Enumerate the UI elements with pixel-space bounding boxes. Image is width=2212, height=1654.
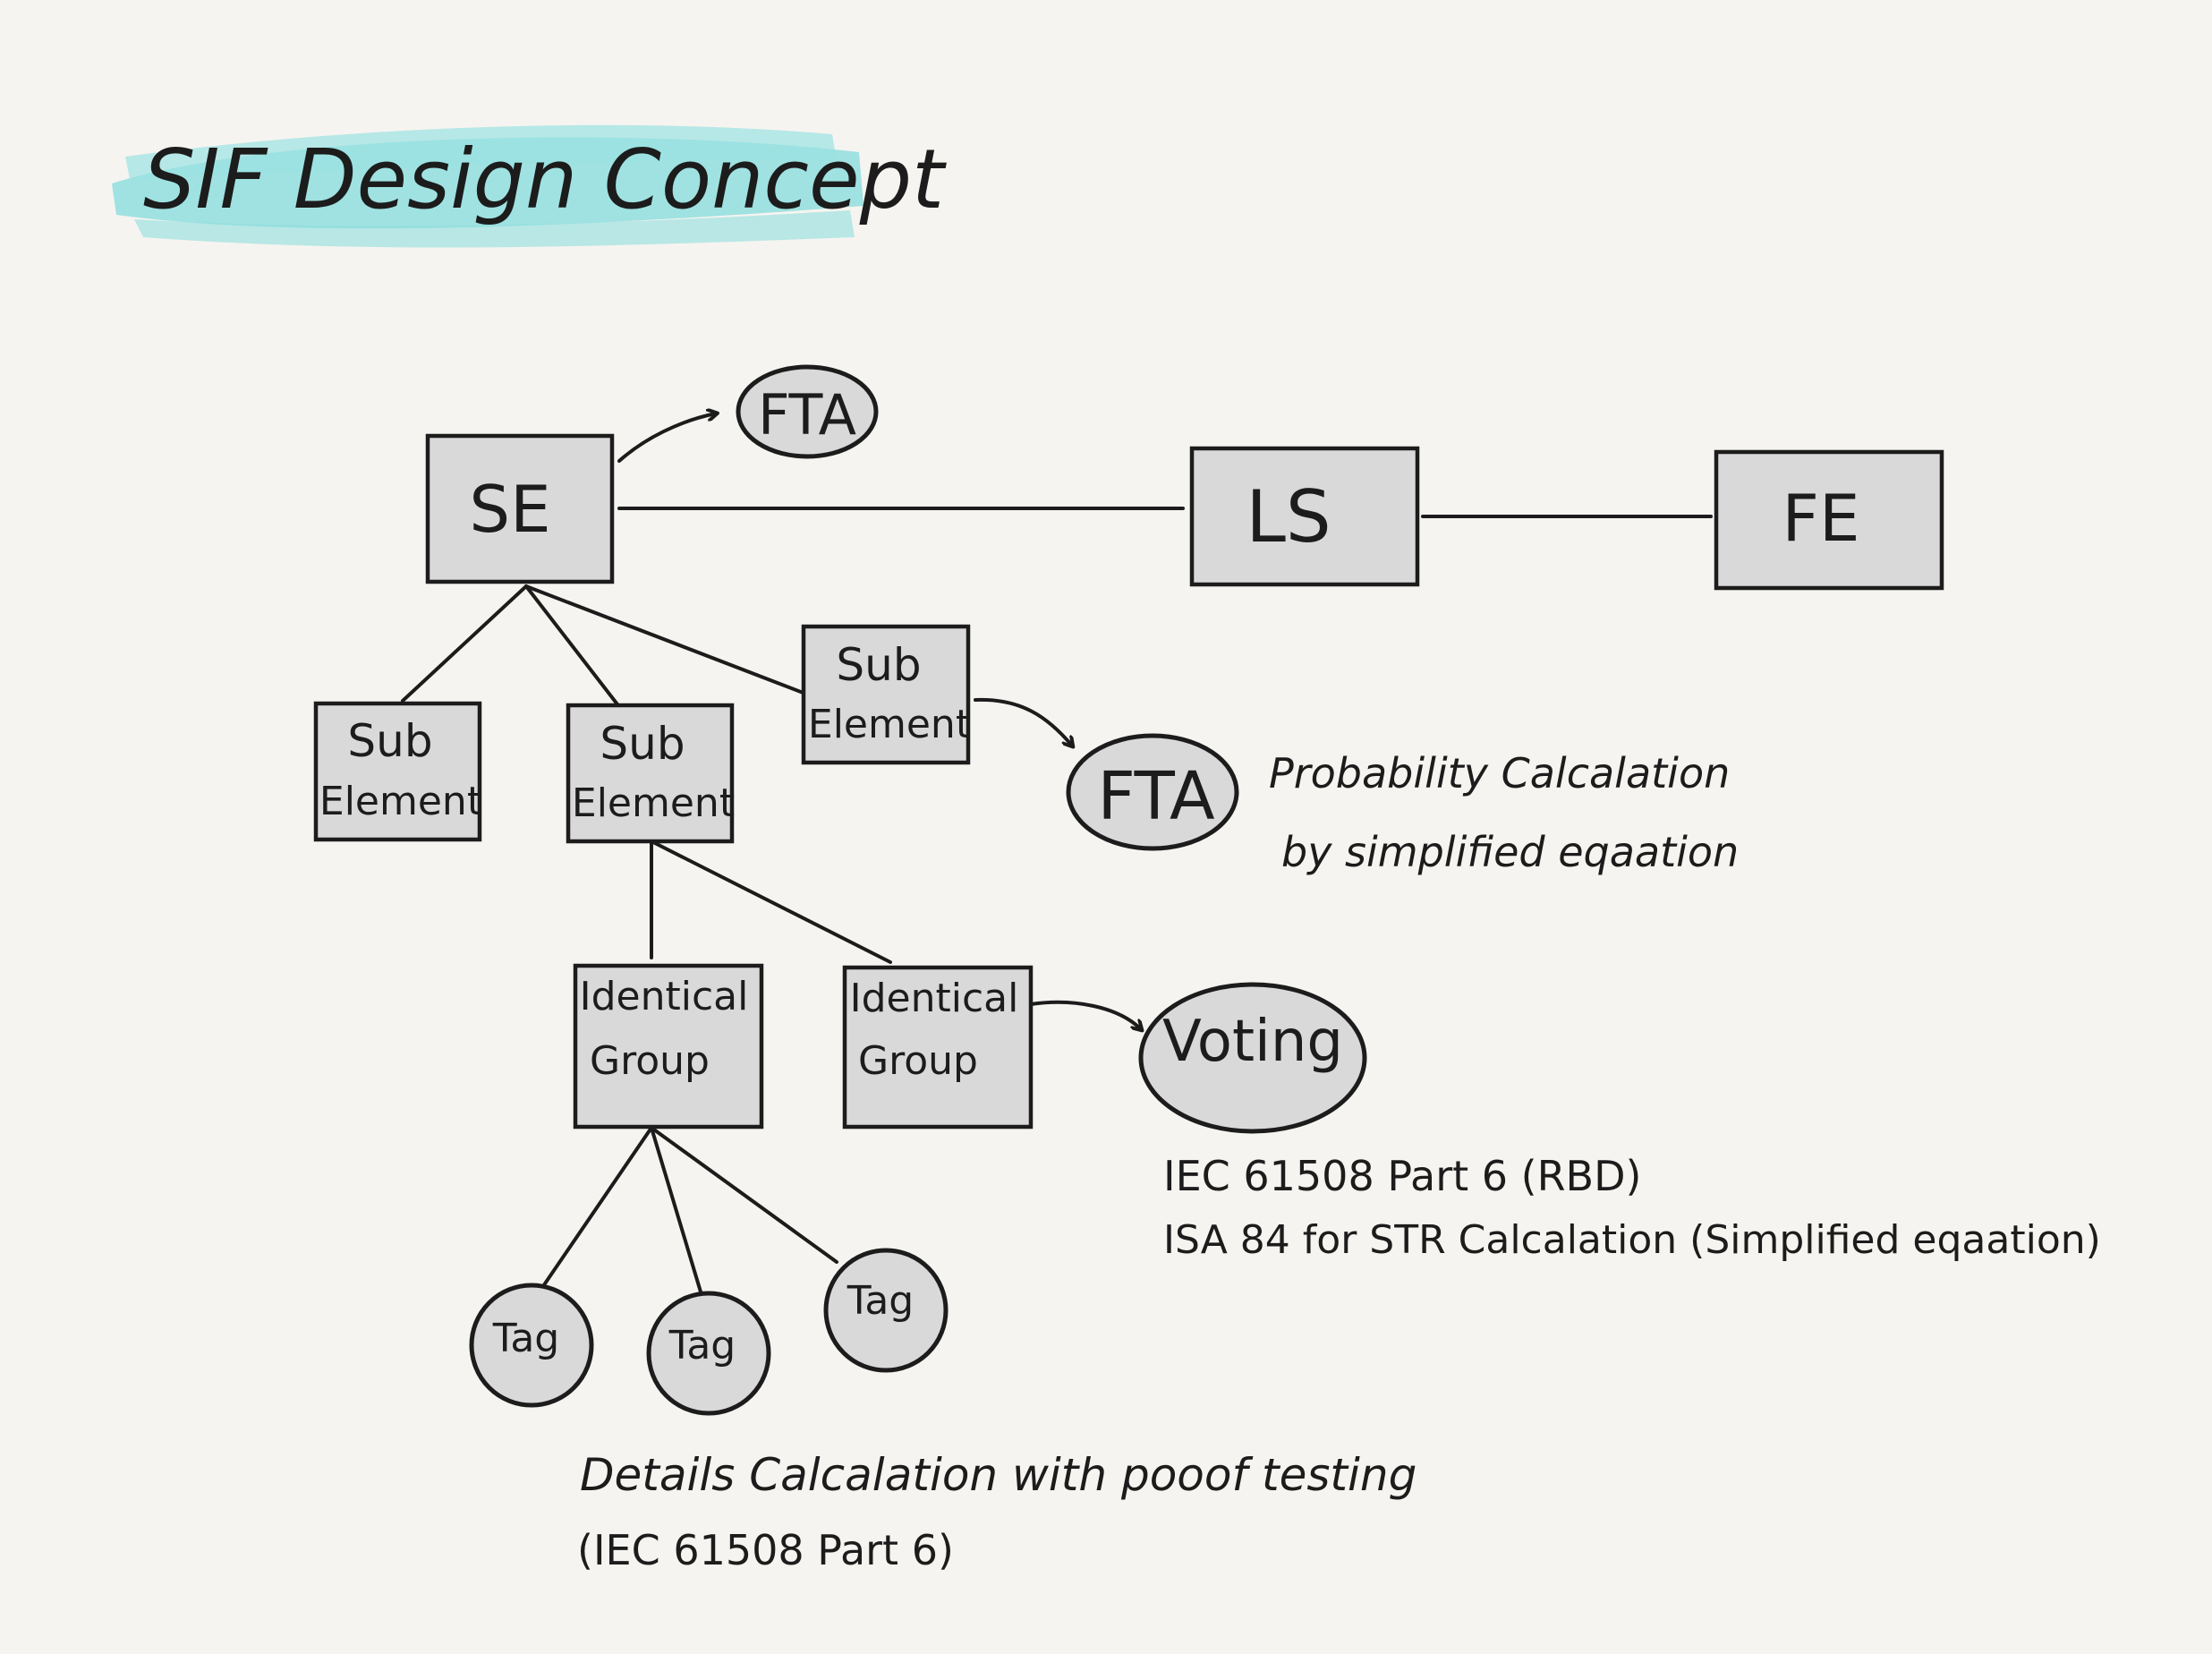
- edges: [401, 414, 1713, 1300]
- note-voting: IEC 61508 Part 6 (RBD) ISA 84 for STR Ca…: [1163, 1152, 2101, 1263]
- node-identical-group-2[interactable]: Identical Group: [842, 965, 1034, 1130]
- edge-se-sub3: [524, 584, 807, 695]
- node-se-label: SE: [469, 472, 550, 547]
- arrow-group2-voting: [1029, 1000, 1141, 1029]
- node-voting-label: Voting: [1162, 1009, 1343, 1075]
- arrow-sub3-fta: [974, 697, 1072, 746]
- node-sub-element-3-line2: Element: [808, 702, 971, 747]
- title-highlight: [112, 124, 864, 248]
- edge-sub2-group2: [650, 840, 892, 964]
- edge-group1-tag3: [650, 1126, 838, 1264]
- node-tag-3-label: Tag: [847, 1278, 915, 1324]
- edge-group1-tag1: [540, 1126, 653, 1291]
- note-voting-line1: IEC 61508 Part 6 (RBD): [1163, 1152, 1641, 1200]
- note-tags: Details Calcalation with pooof testing (…: [577, 1449, 1417, 1574]
- note-fta-line2: by simplified eqaation: [1281, 828, 1739, 876]
- node-sub-element-1[interactable]: Sub Element: [313, 701, 482, 842]
- node-tag-1[interactable]: Tag: [469, 1283, 594, 1408]
- node-sub-element-2-line1: Sub: [600, 718, 685, 770]
- node-fta-mid-label: FTA: [1097, 758, 1215, 835]
- note-voting-line2: ISA 84 for STR Calcalation (Simplified e…: [1163, 1217, 2101, 1263]
- node-identical-group-1[interactable]: Identical Group: [573, 963, 764, 1130]
- edge-se-sub2: [524, 584, 619, 706]
- node-ls-label: LS: [1246, 475, 1331, 558]
- node-ls[interactable]: LS: [1189, 446, 1420, 587]
- node-identical-group-2-line2: Group: [858, 1038, 978, 1084]
- node-fe-label: FE: [1782, 481, 1860, 556]
- node-fe[interactable]: FE: [1714, 449, 1944, 591]
- node-tag-2-label: Tag: [668, 1323, 736, 1368]
- node-sub-element-2-line2: Element: [572, 780, 735, 826]
- node-sub-element-1-line2: Element: [319, 779, 482, 824]
- note-tags-line2: (IEC 61508 Part 6): [577, 1526, 954, 1574]
- node-sub-element-1-line1: Sub: [347, 715, 432, 767]
- note-fta-line1: Probability Calcalation: [1269, 749, 1730, 797]
- node-identical-group-2-line1: Identical: [850, 976, 1019, 1021]
- node-se[interactable]: SE: [425, 433, 615, 584]
- node-identical-group-1-line2: Group: [590, 1038, 710, 1084]
- edge-group1-tag2: [650, 1126, 704, 1300]
- page-title: SIF Design Concept: [143, 132, 947, 227]
- edge-se-sub1: [401, 584, 528, 703]
- note-fta: Probability Calcalation by simplified eq…: [1269, 749, 1739, 876]
- node-fta-top[interactable]: FTA: [736, 364, 879, 459]
- node-fta-mid[interactable]: FTA: [1066, 733, 1239, 851]
- node-sub-element-2[interactable]: Sub Element: [566, 703, 735, 844]
- node-sub-element-3-line1: Sub: [836, 639, 921, 691]
- node-tag-3[interactable]: Tag: [823, 1248, 949, 1373]
- node-fta-top-label: FTA: [758, 382, 856, 448]
- node-tag-1-label: Tag: [492, 1316, 560, 1361]
- node-sub-element-3[interactable]: Sub Element: [801, 624, 971, 765]
- node-voting[interactable]: Voting: [1138, 982, 1367, 1134]
- node-identical-group-1-line1: Identical: [580, 974, 749, 1019]
- arrow-se-fta: [617, 414, 716, 463]
- node-tag-2[interactable]: Tag: [646, 1291, 771, 1416]
- note-tags-line1: Details Calcalation with pooof testing: [580, 1449, 1417, 1501]
